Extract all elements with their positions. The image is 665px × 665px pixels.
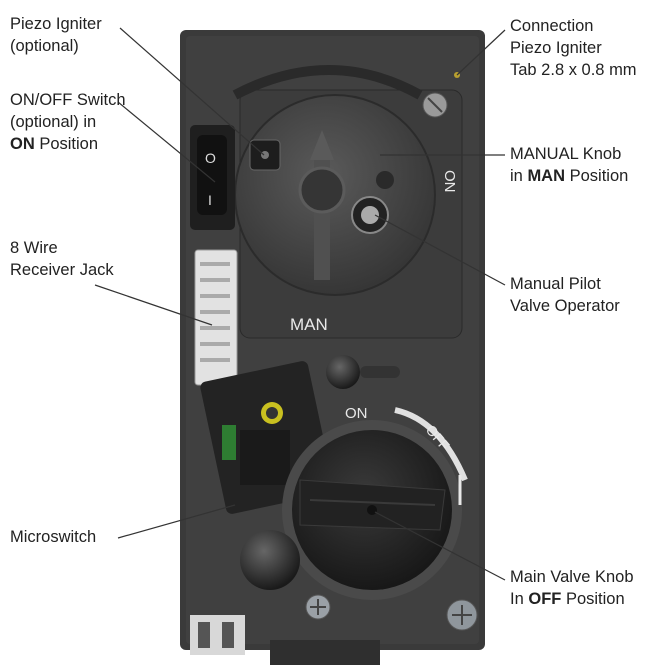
- label-main-knob-pre: In: [510, 590, 529, 608]
- label-onoff-switch-line3: ON Position: [10, 133, 126, 155]
- label-main-knob-line2: In OFF Position: [510, 588, 634, 610]
- label-pilot-operator-line2: Valve Operator: [510, 297, 620, 315]
- label-main-knob-line1: Main Valve Knob: [510, 568, 634, 586]
- label-receiver-jack-line1: 8 Wire: [10, 239, 58, 257]
- label-main-knob-post: Position: [561, 590, 625, 608]
- label-main-knob: Main Valve Knob In OFF Position: [510, 566, 634, 610]
- label-connection-line3: Tab 2.8 x 0.8 mm: [510, 61, 637, 79]
- label-onoff-switch-line2: (optional) in: [10, 113, 97, 131]
- leader-lines: [94, 27, 506, 581]
- cover-hole: [376, 171, 394, 189]
- man-mark: MAN: [290, 315, 328, 334]
- label-manual-knob-line1: MANUAL Knob: [510, 145, 622, 163]
- label-manual-knob-pre: in: [510, 167, 528, 185]
- rocker-on-mark: O: [205, 150, 216, 166]
- connection-tab: [422, 72, 460, 118]
- label-receiver-jack: 8 Wire Receiver Jack: [10, 237, 114, 281]
- label-main-knob-bold: OFF: [528, 590, 562, 608]
- rocker-off-mark: I: [208, 192, 212, 208]
- label-onoff-switch: ON/OFF Switch (optional) in ON Position: [10, 89, 126, 155]
- label-manual-knob: MANUAL Knob in MAN Position: [510, 143, 628, 187]
- label-piezo-igniter-line1: Piezo Igniter: [10, 15, 102, 33]
- screw-bottom-right: [446, 599, 478, 631]
- label-connection-line1: Connection: [510, 17, 594, 35]
- label-piezo-igniter-line2: (optional): [10, 37, 79, 55]
- label-connection: Connection Piezo Igniter Tab 2.8 x 0.8 m…: [510, 15, 637, 81]
- ball-slot: [360, 366, 400, 378]
- label-microswitch: Microswitch: [10, 526, 96, 548]
- manual-knob: MAN ON: [232, 65, 463, 339]
- receiver-jack: [194, 249, 238, 386]
- label-connection-line2: Piezo Igniter: [510, 39, 602, 57]
- main-valve-knob: ON OFF: [282, 405, 468, 600]
- pilot-valve-operator: [351, 196, 389, 234]
- pilot-flame-ball: [240, 530, 300, 590]
- label-manual-knob-line2: in MAN Position: [510, 165, 628, 187]
- label-piezo-igniter: Piezo Igniter (optional): [10, 13, 102, 57]
- label-onoff-switch-line1: ON/OFF Switch: [10, 91, 126, 109]
- label-manual-knob-post: Position: [565, 167, 629, 185]
- label-onoff-switch-bold: ON: [10, 135, 35, 153]
- label-microswitch-line1: Microswitch: [10, 528, 97, 546]
- label-onoff-switch-rest: Position: [34, 135, 99, 153]
- label-pilot-operator: Manual Pilot Valve Operator: [510, 273, 620, 317]
- onoff-rocker-switch: O I: [190, 125, 235, 230]
- label-manual-knob-bold: MAN: [527, 167, 566, 185]
- piezo-igniter: [249, 139, 281, 171]
- indicator-ball: [326, 355, 360, 389]
- on-mark-lower: ON: [345, 405, 368, 422]
- label-receiver-jack-line2: Receiver Jack: [10, 261, 114, 279]
- on-mark-upper: ON: [441, 170, 458, 193]
- label-pilot-operator-line1: Manual Pilot: [510, 275, 601, 293]
- screw-bottom-center: [305, 594, 331, 620]
